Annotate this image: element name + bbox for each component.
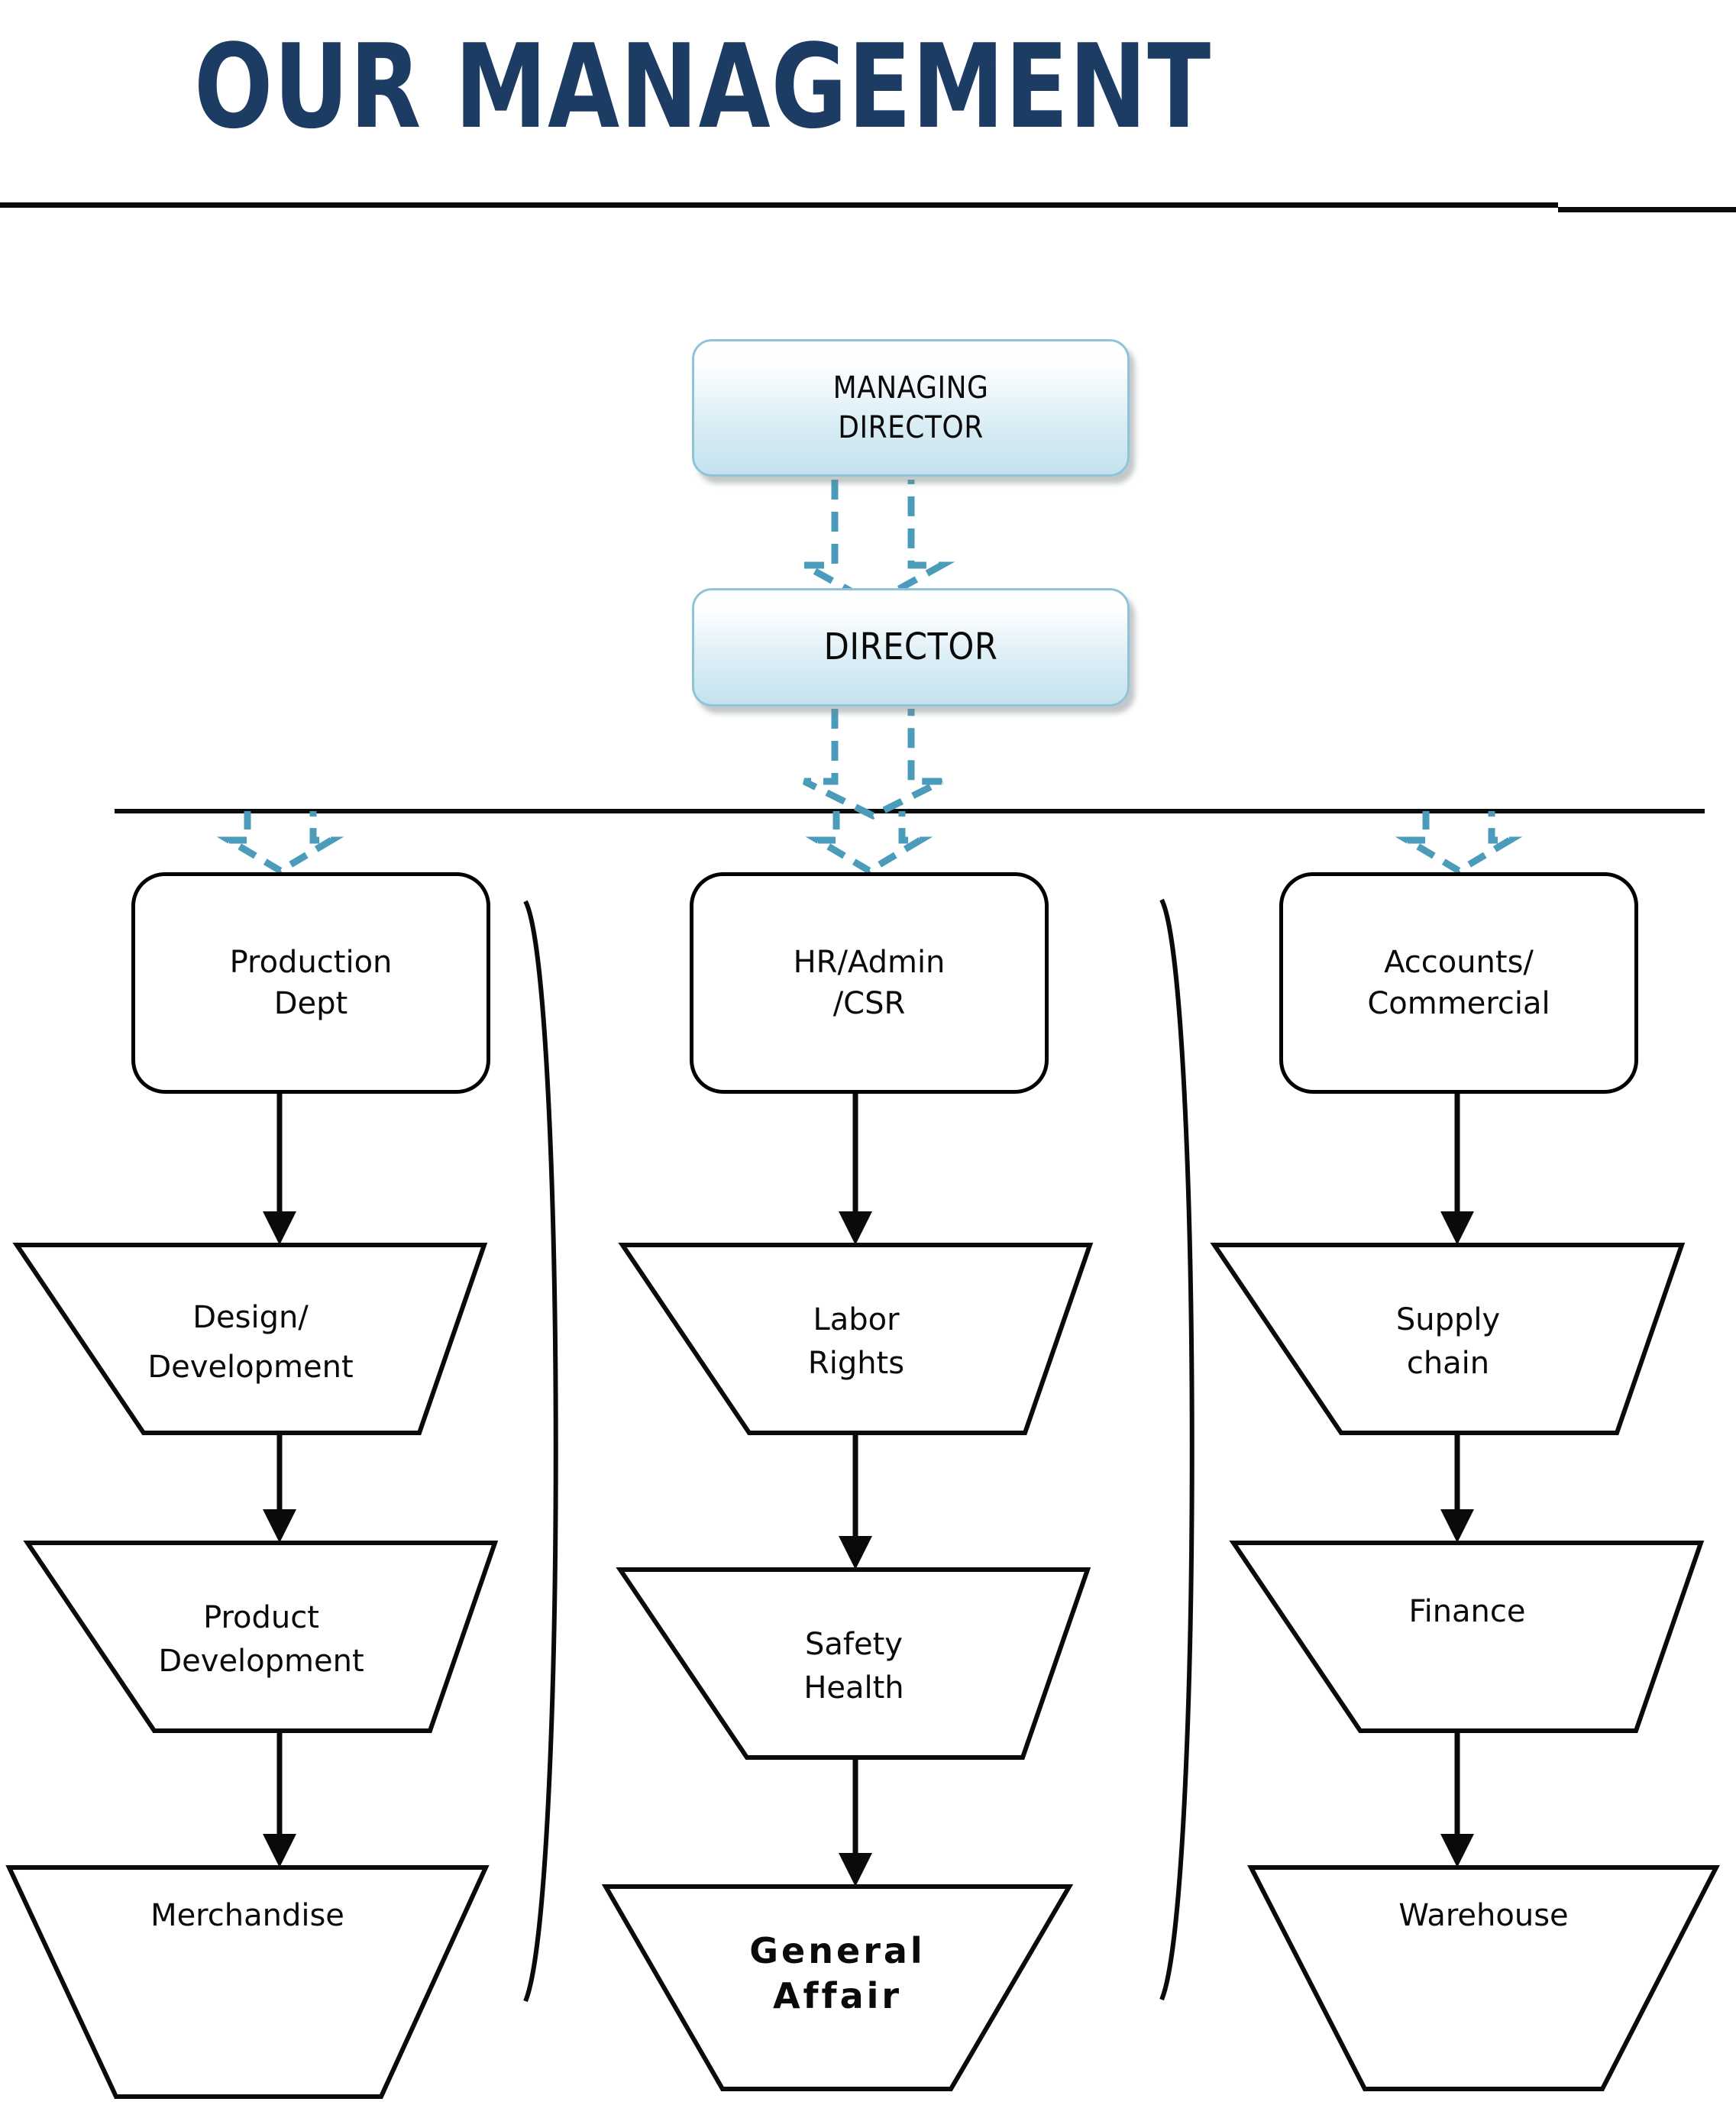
trapezoid-general-affair [601, 1884, 1074, 2091]
column-bracket-right [1159, 898, 1195, 2001]
arrow-finance-to-warehouse [1440, 1731, 1474, 1867]
hr-admin-line-2: /CSR [832, 986, 906, 1021]
node-hr-admin-csr[interactable]: HR/Admin /CSR [690, 872, 1049, 1094]
arrow-product-to-merchandise [263, 1731, 296, 1867]
node-production-dept[interactable]: Production Dept [131, 872, 490, 1094]
trapezoid-labor-rights [618, 1243, 1094, 1435]
arrow-supply-to-finance [1440, 1433, 1474, 1543]
dashed-arrow-director-to-bus [802, 709, 944, 820]
managing-director-line-1: MANAGING [832, 370, 989, 406]
managing-director-line-2: DIRECTOR [838, 410, 984, 445]
production-dept-line-2: Dept [273, 986, 348, 1021]
arrow-production-to-design [263, 1094, 296, 1245]
dashed-arrow-md-to-director [790, 480, 955, 608]
title-divider-left [0, 202, 1558, 208]
dashed-arrow-bus-to-production [216, 811, 344, 875]
arrow-hr-to-labor [839, 1094, 872, 1245]
trapezoid-safety-health [616, 1567, 1091, 1760]
arrow-design-to-product [263, 1433, 296, 1543]
arrow-accounts-to-supply [1440, 1094, 1474, 1245]
arrow-labor-to-safety [839, 1433, 872, 1570]
trapezoid-supply-chain [1210, 1243, 1686, 1435]
accounts-line-1: Accounts/ [1384, 945, 1534, 980]
dashed-arrow-bus-to-hr [805, 811, 933, 875]
title-divider-right [1558, 207, 1736, 212]
trapezoid-finance [1229, 1541, 1705, 1733]
trapezoid-merchandise [5, 1865, 490, 2099]
dashed-arrow-bus-to-accounts [1395, 811, 1523, 875]
trapezoid-warehouse [1247, 1865, 1720, 2091]
trapezoid-design-development [12, 1243, 488, 1435]
column-bracket-left [523, 900, 558, 2003]
page-title: OUR MANAGEMENT [194, 19, 1211, 154]
arrow-safety-to-general-affair [839, 1757, 872, 1887]
hr-admin-line-1: HR/Admin [793, 945, 946, 980]
director-line-1: DIRECTOR [823, 626, 998, 669]
node-accounts-commercial[interactable]: Accounts/ Commercial [1279, 872, 1638, 1094]
trapezoid-product-development [23, 1541, 499, 1733]
accounts-line-2: Commercial [1367, 986, 1550, 1021]
node-director[interactable]: DIRECTOR [692, 588, 1130, 707]
node-managing-director[interactable]: MANAGING DIRECTOR [692, 339, 1130, 477]
production-dept-line-1: Production [229, 945, 393, 980]
